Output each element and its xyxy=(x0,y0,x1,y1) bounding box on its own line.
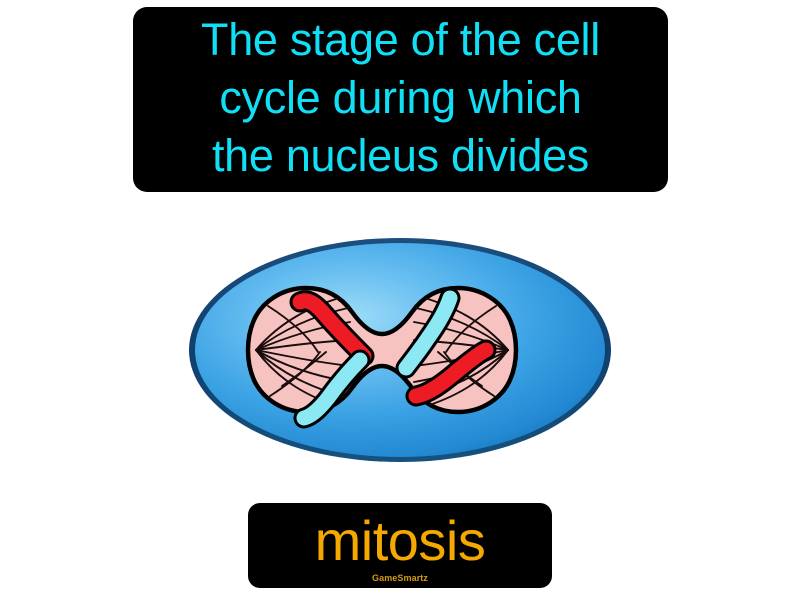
illustration-area xyxy=(150,210,650,490)
nucleus-group xyxy=(245,285,519,429)
chromosome-cyan-upper-right xyxy=(395,287,461,379)
watermark-label: GameSmartz xyxy=(371,573,429,583)
chromosome-red-lower-right xyxy=(405,339,497,407)
chromosome-red-upper-left xyxy=(289,290,375,367)
mitosis-cell-diagram-icon xyxy=(189,238,611,462)
definition-panel: The stage of the cell cycle during which… xyxy=(133,7,668,192)
term-label: mitosis xyxy=(314,509,486,572)
definition-text: The stage of the cell cycle during which… xyxy=(201,13,600,181)
chromosome-cyan-lower-left xyxy=(293,349,371,429)
term-panel: mitosis GameSmartz xyxy=(248,503,552,588)
